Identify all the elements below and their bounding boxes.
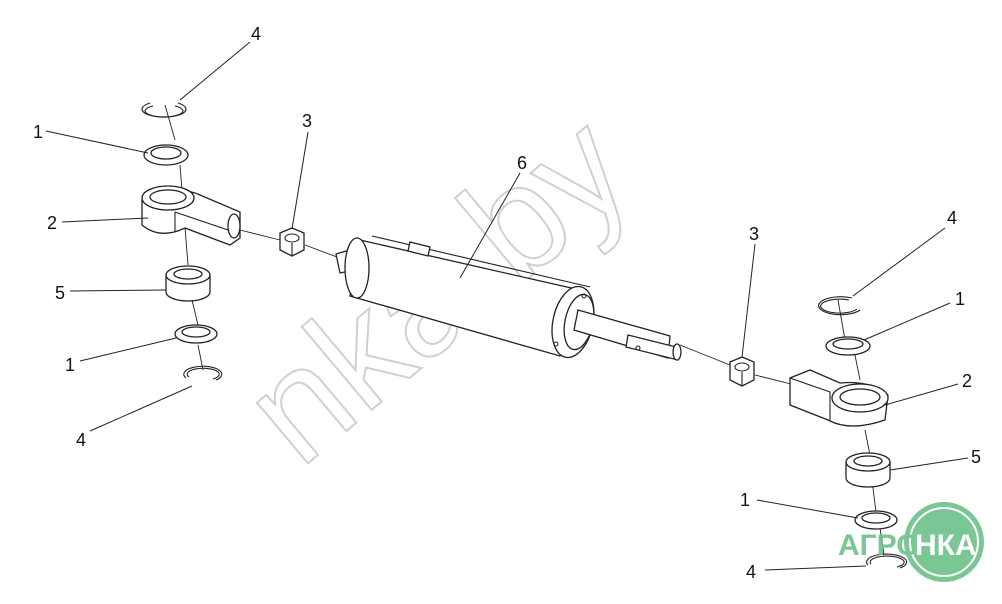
callout-label: 3 (749, 224, 759, 244)
bushing-right (845, 452, 891, 488)
callout-label: 2 (47, 213, 57, 233)
center-lines (164, 104, 885, 556)
snap-ring-top-right (818, 296, 861, 316)
rod-end-left (141, 185, 241, 246)
callout-labels: 4 1 2 5 1 4 3 6 3 4 1 2 5 1 4 (33, 24, 981, 582)
washer-top-right (825, 336, 871, 356)
washer-lower-right (854, 510, 898, 530)
nut-right (729, 356, 755, 387)
rod-end-right (789, 369, 889, 427)
agronka-logo: АГРО НКА (838, 502, 984, 582)
callout-label: 1 (33, 122, 43, 142)
callout-label: 1 (65, 355, 75, 375)
callout-label: 4 (76, 430, 86, 450)
callout-label: 5 (971, 447, 981, 467)
callout-label: 1 (740, 490, 750, 510)
snap-ring-top-left (141, 102, 187, 118)
logo-circle (904, 502, 984, 582)
washer-top-left (143, 144, 189, 166)
leader-lines (45, 41, 969, 571)
nut-left (279, 227, 305, 257)
snap-ring-bottom-right (866, 553, 908, 569)
callout-label: 4 (947, 208, 957, 228)
callout-label: 4 (746, 562, 756, 582)
callout-label: 6 (517, 153, 527, 173)
snap-ring-bottom-left (183, 365, 223, 381)
callout-label: 2 (962, 371, 972, 391)
callout-label: 3 (302, 111, 312, 131)
logo-text-right: НКА (915, 529, 977, 562)
callout-label: 5 (55, 283, 65, 303)
callout-label: 1 (955, 289, 965, 309)
logo-text-left: АГРО (838, 529, 920, 562)
bushing-left (165, 265, 211, 302)
hydraulic-cylinder (335, 235, 682, 361)
washer-lower-left (174, 324, 218, 344)
callout-label: 4 (251, 24, 261, 44)
